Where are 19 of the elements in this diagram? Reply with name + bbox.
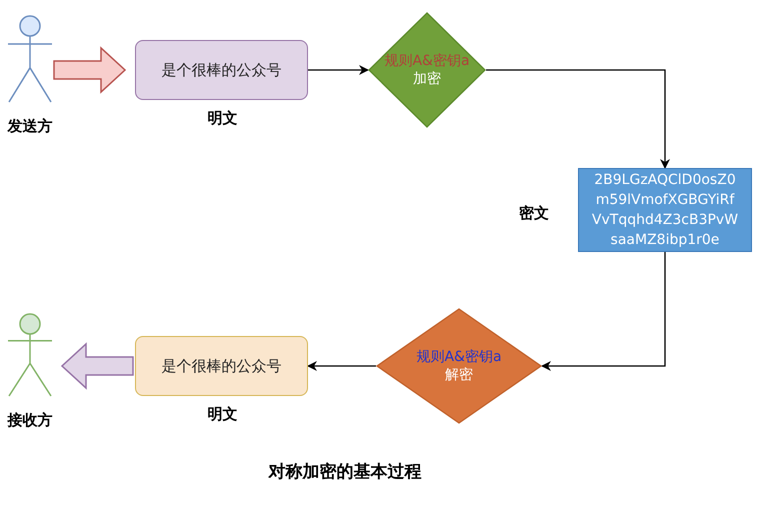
caption-text: 发送方 (6, 116, 54, 137)
caption: 对称加密的基本过程 (267, 461, 422, 484)
caption-text: 接收方 (6, 410, 54, 431)
plaintext: 是个很棒的公众号 (162, 60, 282, 80)
diamond-text: 加密 (413, 70, 441, 88)
arrow (486, 69, 670, 169)
caption-text: 明文 (206, 404, 238, 425)
caption-text: 密文 (518, 203, 550, 224)
block-arrow (53, 46, 126, 94)
arrow (307, 361, 376, 371)
diamond-text: 解密 (445, 366, 473, 384)
block-arrow (60, 342, 134, 390)
arrow (541, 252, 666, 371)
ciphertext: 2B9LGzAQClD0osZ0 m59lVmofXGBGYiRf VvTqqhd4Z3cB3PvW saaMZ8ibp1r0e (590, 171, 740, 250)
caption-text: 明文 (206, 108, 238, 129)
arrow (308, 65, 369, 75)
diamond-text: 规则A&密钥a (384, 52, 470, 70)
diamond-text: 规则A&密钥a (416, 348, 502, 366)
plaintext: 是个很棒的公众号 (162, 356, 282, 376)
